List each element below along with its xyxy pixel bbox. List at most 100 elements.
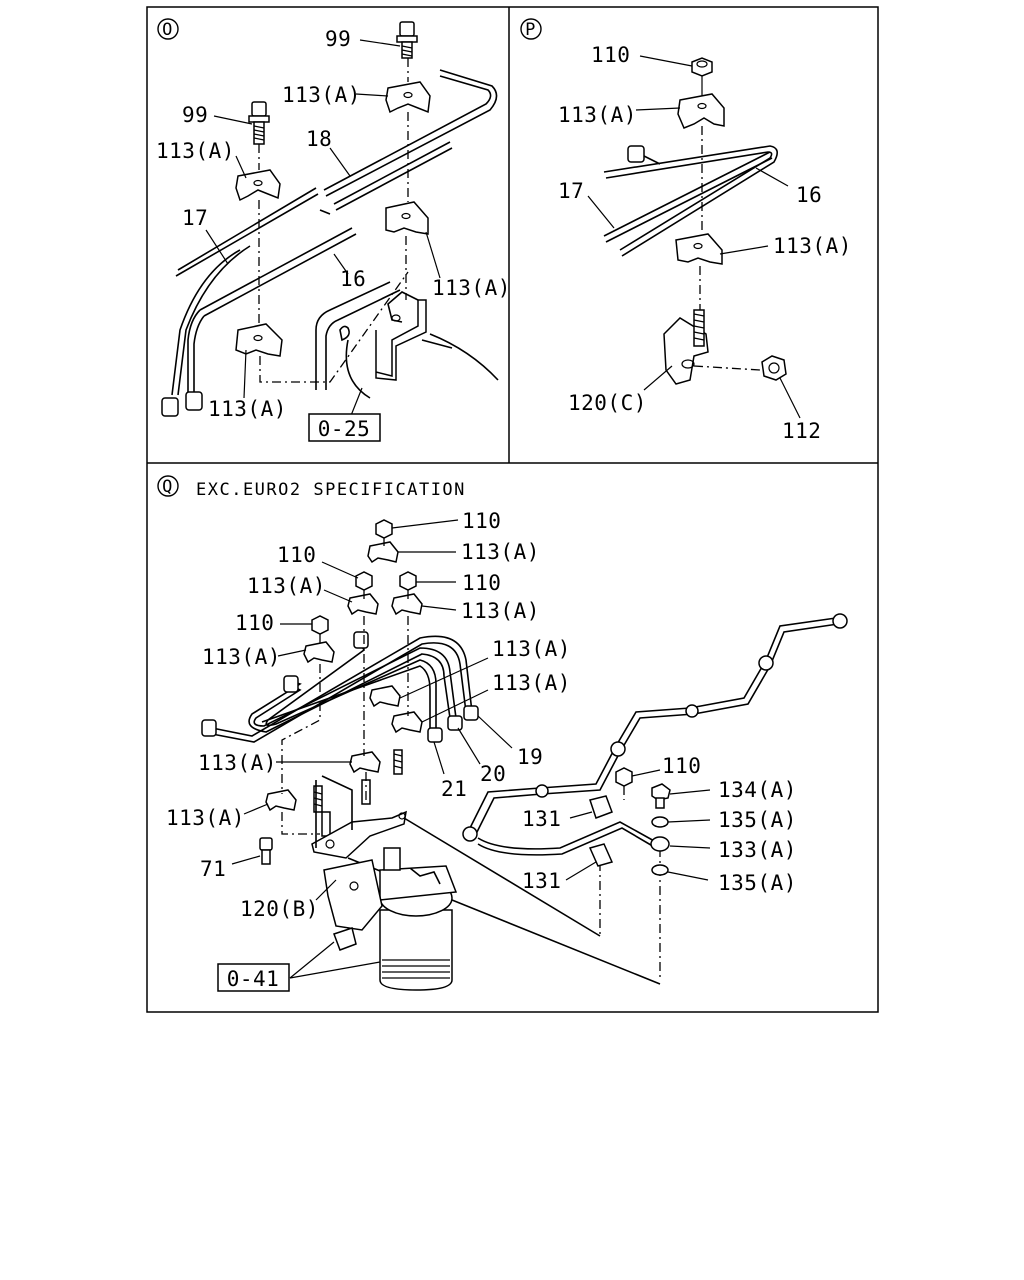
label-113a-bottom: 113(A): [773, 234, 852, 258]
panel-p-marker: P: [520, 18, 542, 40]
label-110: 110: [591, 43, 630, 67]
clamp-113a-top: [677, 93, 725, 129]
label-113a-bottom: 113(A): [208, 397, 287, 421]
pipe-end-fitting: [161, 391, 203, 417]
label-17: 17: [182, 206, 208, 230]
clamp-113a-5: [369, 685, 401, 708]
fuel-filter: [323, 847, 458, 991]
leader-lines-q: [231, 519, 711, 979]
clamp-113a-bottom: [235, 323, 283, 357]
label-120c: 120(C): [568, 391, 647, 415]
leader-lines-p: [587, 55, 801, 419]
panel-o-marker: O: [157, 18, 179, 40]
engine-bracket: [315, 281, 499, 399]
clamp-113a-top: [385, 81, 431, 114]
clamp-113a-left: [235, 169, 281, 202]
nut-110-top: [375, 519, 393, 539]
clip-131-lower: [588, 843, 614, 867]
panel-frames: [146, 6, 879, 1013]
svg-text:Q: Q: [162, 477, 174, 497]
clamp-113a-6: [391, 711, 423, 734]
label-113a-e: 113(A): [492, 637, 571, 661]
washer-135a-lower: [651, 864, 669, 876]
label-110-c: 110: [462, 571, 501, 595]
label-113a-d: 113(A): [202, 645, 281, 669]
label-99-top: 99: [325, 27, 351, 51]
bracket-120c: [663, 309, 709, 385]
bracket-120b: [311, 775, 407, 859]
panel-p: P: [520, 18, 852, 443]
label-113a-right: 113(A): [432, 276, 511, 300]
label-21: 21: [441, 777, 467, 801]
nut-110-left: [355, 571, 373, 591]
label-131-a: 131: [522, 807, 561, 831]
clamp-113a-7: [349, 751, 381, 774]
label-135a-b: 135(A): [718, 871, 797, 895]
bolt-99-top: [396, 21, 418, 59]
label-113a-top: 113(A): [282, 83, 361, 107]
label-113a-f: 113(A): [492, 671, 571, 695]
label-110-d: 110: [235, 611, 274, 635]
panel-o: O: [156, 18, 511, 442]
washer-135a-upper: [651, 816, 669, 828]
clamp-113a-4: [303, 641, 335, 664]
label-110-e: 110: [662, 754, 701, 778]
label-17: 17: [558, 179, 584, 203]
label-113a-left: 113(A): [156, 139, 235, 163]
label-113a-c: 113(A): [461, 599, 540, 623]
label-133a: 133(A): [718, 838, 797, 862]
label-110-b: 110: [277, 543, 316, 567]
pipe-17: [603, 151, 773, 243]
clamp-113a-3: [391, 593, 423, 616]
clamp-113a-1: [367, 541, 399, 564]
label-20: 20: [480, 762, 506, 786]
clip-131-upper: [589, 795, 613, 819]
panel-q-title: EXC.EURO2 SPECIFICATION: [196, 480, 466, 500]
label-134a: 134(A): [718, 778, 797, 802]
nut-110: [691, 57, 713, 96]
label-120b: 120(B): [240, 897, 319, 921]
nut-110-right: [399, 571, 417, 591]
nut-110-lower: [615, 767, 633, 787]
label-16: 16: [340, 267, 366, 291]
nut-110-far-left: [311, 615, 329, 635]
label-112: 112: [782, 419, 821, 443]
panel-q: Q EXC.EURO2 SPECIFICATION: [157, 475, 848, 992]
bolt-71: [259, 837, 273, 865]
label-71: 71: [200, 857, 226, 881]
clamp-113a-right: [385, 201, 429, 235]
label-18: 18: [306, 127, 332, 151]
label-113a-b: 113(A): [247, 574, 326, 598]
eye-133a: [650, 836, 670, 852]
bolt-134a: [651, 783, 671, 809]
pipe-17: [171, 187, 331, 396]
label-113a-h: 113(A): [166, 806, 245, 830]
clamp-113a-8: [265, 789, 297, 812]
label-131-b: 131: [522, 869, 561, 893]
label-16: 16: [796, 183, 822, 207]
clamp-113a-bottom: [675, 233, 723, 265]
pipe-16: [603, 145, 778, 257]
label-19: 19: [517, 745, 543, 769]
label-113a-g: 113(A): [198, 751, 277, 775]
pipe-18: [323, 69, 498, 211]
label-113a-a: 113(A): [461, 540, 540, 564]
fuel-return-pipe: [462, 613, 848, 856]
svg-text:0-41: 0-41: [227, 967, 280, 991]
label-110-a: 110: [462, 509, 501, 533]
ref-box-0-25[interactable]: 0-25: [308, 413, 381, 442]
label-135a-a: 135(A): [718, 808, 797, 832]
ref-box-0-41[interactable]: 0-41: [217, 963, 290, 992]
nut-112: [761, 355, 787, 381]
pipe-bundle: [201, 631, 479, 743]
label-99-left: 99: [182, 103, 208, 127]
label-113a-top: 113(A): [558, 103, 637, 127]
bolt-99-left: [248, 101, 270, 145]
pipe-16: [187, 227, 357, 392]
leader-lines-o: [205, 39, 441, 419]
svg-text:P: P: [525, 20, 537, 40]
clamp-113a-2: [347, 593, 379, 616]
panel-q-marker: Q: [157, 475, 179, 497]
svg-text:0-25: 0-25: [318, 417, 371, 441]
